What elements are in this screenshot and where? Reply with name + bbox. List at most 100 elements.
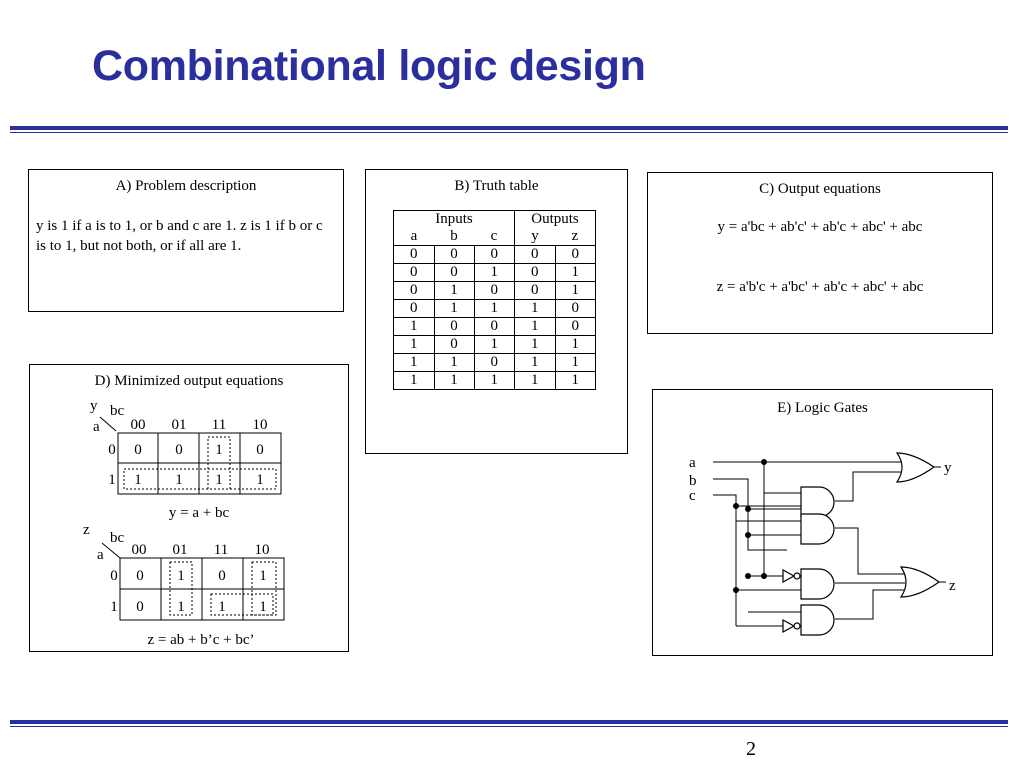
kmap-z-group-bprime-c bbox=[169, 561, 193, 616]
inputs-header: Inputs bbox=[393, 210, 515, 228]
kmap-y-row-label: 1 bbox=[108, 472, 116, 488]
kmap-z-group-bcprime bbox=[251, 561, 277, 616]
truth-table-cell: 1 bbox=[393, 371, 435, 390]
kmap-y-cell: 0 bbox=[256, 442, 264, 458]
page-number: 2 bbox=[746, 738, 756, 760]
kmap-z-equation: z = ab + b’c + bc’ bbox=[148, 632, 255, 648]
problem-description-panel: A) Problem description y is 1 if a is to… bbox=[28, 169, 344, 312]
kmap-z-cell: 1 bbox=[177, 568, 185, 584]
kmaps-svg: y bc a 00 01 11 10 0 1 0 0 1 0 1 1 1 1 y… bbox=[83, 398, 285, 648]
truth-table-cell: 1 bbox=[393, 353, 435, 372]
truth-table-cell: 0 bbox=[393, 299, 435, 318]
kmap-z-col-var: bc bbox=[110, 530, 125, 546]
logic-circuit-svg: a b c y z bbox=[689, 452, 956, 636]
truth-table-cell: 0 bbox=[514, 263, 556, 282]
truth-table-cell: 0 bbox=[433, 317, 475, 336]
truth-table-cell: 1 bbox=[514, 335, 556, 354]
truth-table-cell: 0 bbox=[433, 245, 475, 264]
truth-table-column-header: y bbox=[514, 228, 555, 246]
and-gate-1 bbox=[800, 486, 835, 518]
kmap-z-row-var: a bbox=[97, 547, 104, 563]
logic-gates-panel: E) Logic Gates a b c y z bbox=[652, 389, 993, 656]
kmap-y-cell: 1 bbox=[215, 442, 223, 458]
and-gate-2 bbox=[800, 513, 835, 545]
input-label-b: b bbox=[689, 473, 697, 489]
truth-table-cell: 0 bbox=[473, 281, 515, 300]
truth-table-cell: 0 bbox=[473, 353, 515, 372]
panel-d-title: D) Minimized output equations bbox=[94, 373, 284, 389]
and-gate-4 bbox=[800, 604, 835, 636]
kmap-y-cell: 1 bbox=[134, 472, 142, 488]
kmap-z-output-label: z bbox=[83, 522, 90, 538]
kmap-y-cell: 0 bbox=[134, 442, 142, 458]
panel-e-title: E) Logic Gates bbox=[777, 400, 868, 416]
problem-description-text: y is 1 if a is to 1, or b and c are 1. z… bbox=[36, 218, 323, 254]
kmap-z-group-ab bbox=[210, 593, 274, 616]
kmap-y-col-var: bc bbox=[110, 403, 125, 419]
not-gate-2-bubble bbox=[793, 622, 801, 630]
output-label-y: y bbox=[944, 460, 952, 476]
truth-table-column-header: c bbox=[474, 228, 515, 246]
kmap-y-cell: 1 bbox=[215, 472, 223, 488]
kmap-z-cell: 1 bbox=[259, 568, 267, 584]
truth-table-cell: 1 bbox=[514, 371, 556, 390]
kmap-z-row-label: 0 bbox=[110, 568, 118, 584]
kmap-y-cell: 1 bbox=[256, 472, 264, 488]
truth-table-cell: 1 bbox=[433, 281, 475, 300]
z-equation: z = a'b'c + a'bc' + ab'c + abc' + abc bbox=[716, 279, 924, 295]
truth-table-cell: 1 bbox=[554, 371, 596, 390]
truth-table-column-header: b bbox=[434, 228, 474, 246]
truth-table-cell: 1 bbox=[393, 317, 435, 336]
truth-table-cell: 0 bbox=[473, 317, 515, 336]
truth-table-cell: 0 bbox=[393, 281, 435, 300]
kmap-y-col-label: 01 bbox=[172, 417, 187, 433]
panel-b-title: B) Truth table bbox=[454, 178, 539, 194]
kmap-y-col-label: 00 bbox=[131, 417, 146, 433]
truth-table-cell: 0 bbox=[554, 299, 596, 318]
not-gate-1-bubble bbox=[793, 572, 801, 580]
kmap-y-cell: 1 bbox=[175, 472, 183, 488]
or-gate-z bbox=[899, 566, 941, 598]
truth-table-cell: 1 bbox=[514, 317, 556, 336]
or-gate-y bbox=[895, 452, 936, 483]
truth-table-cell: 0 bbox=[514, 245, 556, 264]
truth-table-cell: 0 bbox=[433, 335, 475, 354]
kmap-y-equation: y = a + bc bbox=[169, 505, 230, 521]
truth-table-cell: 1 bbox=[554, 335, 596, 354]
kmap-y-col-label: 10 bbox=[253, 417, 268, 433]
output-label-z: z bbox=[949, 578, 956, 594]
truth-table-column-header: a bbox=[393, 228, 434, 246]
truth-table-cell: 1 bbox=[554, 263, 596, 282]
input-label-a: a bbox=[689, 455, 696, 471]
kmap-y-row-var: a bbox=[93, 419, 100, 435]
truth-table-cell: 1 bbox=[393, 335, 435, 354]
truth-table-cell: 1 bbox=[433, 353, 475, 372]
truth-table-cell: 1 bbox=[554, 281, 596, 300]
kmap-z-col-label: 01 bbox=[173, 542, 188, 558]
truth-table-cell: 1 bbox=[473, 335, 515, 354]
kmap-z-cell: 0 bbox=[218, 568, 226, 584]
panel-c-title: C) Output equations bbox=[759, 181, 881, 197]
truth-table-cell: 0 bbox=[393, 263, 435, 282]
kmap-y-output-label: y bbox=[90, 398, 98, 414]
kmap-y-col-label: 11 bbox=[212, 417, 226, 433]
kmap-z-cell: 0 bbox=[136, 568, 144, 584]
truth-table-cell: 1 bbox=[514, 353, 556, 372]
top-divider bbox=[10, 126, 1008, 133]
truth-table-cell: 1 bbox=[473, 299, 515, 318]
truth-table-cell: 1 bbox=[473, 371, 515, 390]
kmap-y-group-a bbox=[123, 468, 277, 490]
outputs-header: Outputs bbox=[514, 210, 596, 228]
y-equation: y = a'bc + ab'c' + ab'c + abc' + abc bbox=[717, 219, 923, 235]
minimized-equations-panel: D) Minimized output equations y bc a 00 … bbox=[29, 364, 349, 652]
kmap-z-cell: 1 bbox=[259, 599, 267, 615]
panel-a-title: A) Problem description bbox=[115, 178, 257, 194]
truth-table-cell: 0 bbox=[393, 245, 435, 264]
